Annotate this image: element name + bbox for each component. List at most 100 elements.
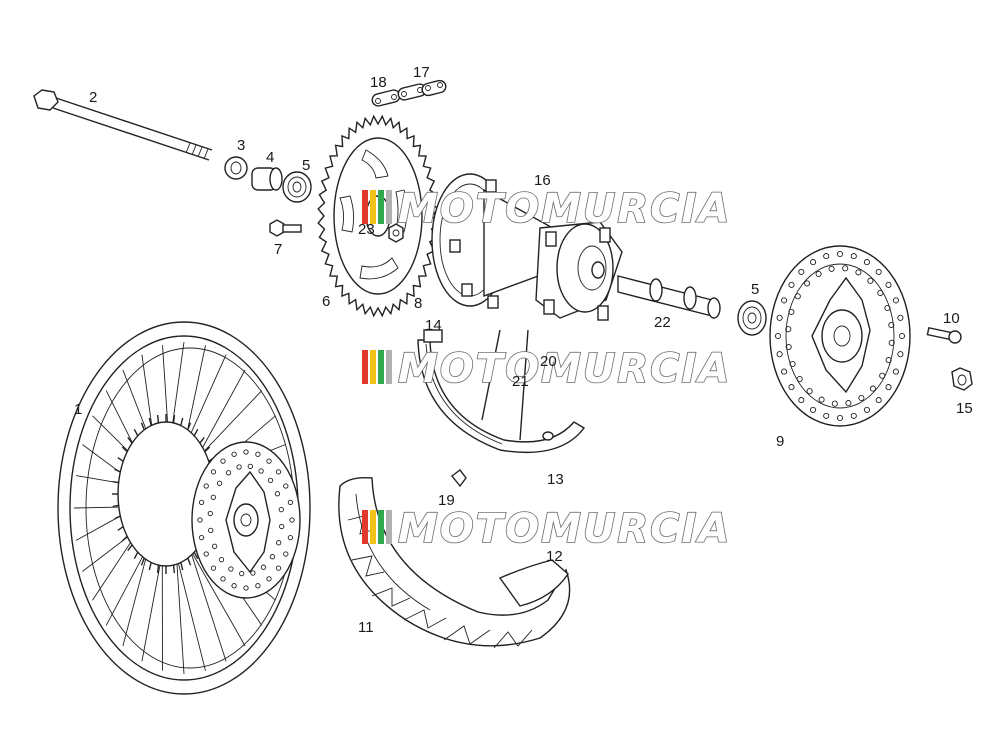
watermark-bottom: MOTOMURCIA <box>362 505 730 553</box>
part-hub <box>431 173 623 321</box>
disc-hole <box>875 268 882 275</box>
callout-23: 23 <box>358 221 375 238</box>
wheel-sprocket-tooth <box>180 417 184 426</box>
disc-hole <box>785 343 792 351</box>
disc-hole <box>863 259 870 266</box>
disc-hole <box>774 332 782 340</box>
wheel-sprocket-tooth <box>180 562 184 571</box>
wheel-disc-hole <box>218 556 225 563</box>
wheel-disc-hole <box>283 551 289 557</box>
wheel-disc-hole <box>203 483 209 489</box>
wheel-sprocket-tooth <box>133 428 139 437</box>
watermark-stripe-3 <box>378 350 384 384</box>
disc-hole <box>898 332 906 340</box>
wheel-sprocket-tooth <box>121 535 128 542</box>
callout-11: 11 <box>358 619 374 636</box>
wheel-sprocket-tooth <box>121 446 128 453</box>
disc-hole <box>831 400 838 407</box>
disc-hole <box>863 406 870 413</box>
disc-hole <box>810 406 817 413</box>
disc-hole <box>818 396 825 403</box>
watermark-stripe-4 <box>386 350 392 384</box>
disc-hole <box>850 253 857 260</box>
disc-hole <box>806 388 813 395</box>
wheel-disc-hole <box>289 517 295 523</box>
part-spacer <box>224 156 248 180</box>
wheel-disc-hole <box>250 570 256 576</box>
wheel-disc-hole <box>255 451 261 457</box>
wheel-disc-hole <box>266 576 272 582</box>
watermark-stripe-4 <box>386 190 392 224</box>
wheel-disc-hole <box>210 469 217 475</box>
watermark-group: MOTOMURCIA MOTOMURCIA MOTOMURCIA <box>362 185 730 553</box>
wheel-disc-hole <box>225 470 232 476</box>
part-disc-bolt <box>926 326 962 344</box>
disc-hole <box>858 394 865 402</box>
callout-14: 14 <box>425 317 442 334</box>
wheel-sprocket-tooth <box>117 526 124 531</box>
callout-4: 4 <box>266 149 274 166</box>
callout-8: 8 <box>414 295 422 312</box>
disc-hole <box>892 368 899 375</box>
disc-hole <box>888 321 895 329</box>
callout-10: 10 <box>943 310 960 327</box>
disc-hole <box>815 270 822 278</box>
callout-2: 2 <box>89 89 97 106</box>
disc-hole <box>823 253 830 260</box>
watermark-stripe-1 <box>362 350 368 384</box>
wheel-sprocket-tooth <box>156 414 160 423</box>
wheel-disc-hole <box>198 534 205 541</box>
callout-3: 3 <box>237 137 245 154</box>
wheel-sprocket-tooth <box>127 436 133 444</box>
disc-hole <box>798 268 805 275</box>
disc-hole <box>788 281 795 288</box>
callout-18: 18 <box>370 74 387 91</box>
disc-hole <box>885 281 892 288</box>
callout-9: 9 <box>776 433 784 450</box>
watermark-stripe-2 <box>370 190 376 224</box>
wheel-sprocket-tooth <box>117 457 124 462</box>
disc-hole <box>892 297 899 304</box>
wheel-disc-hole <box>287 499 294 506</box>
disc-hole <box>877 289 884 297</box>
part-chain-link <box>371 79 447 107</box>
callout-1: 1 <box>74 401 82 418</box>
wheel-disc-hole <box>210 494 216 500</box>
wheel-disc-hole <box>210 565 217 571</box>
wheel-sprocket-tooth <box>187 422 192 431</box>
wheel-sprocket-tooth <box>193 551 199 560</box>
disc-hole <box>789 360 796 368</box>
wheel-sprocket-tooth <box>156 565 160 574</box>
callout-16: 16 <box>534 172 551 189</box>
wheel-sprocket-tooth <box>187 557 192 566</box>
wheel-disc-hole <box>208 527 214 534</box>
disc-hole <box>869 385 876 392</box>
disc-hole <box>828 265 835 272</box>
wheel-sprocket-tooth <box>114 468 121 473</box>
watermark-stripe-3 <box>378 510 384 544</box>
watermark-stripe-1 <box>362 190 368 224</box>
wheel-disc-hole <box>236 464 242 470</box>
wheel-sprocket-tooth <box>172 565 176 574</box>
wheel-sprocket-tooth <box>148 417 152 426</box>
callout-22: 22 <box>654 314 671 331</box>
disc-hole <box>885 357 892 364</box>
part-valve <box>451 469 467 488</box>
watermark-top: MOTOMURCIA <box>362 185 730 233</box>
wheel-disc-hole <box>287 534 294 541</box>
wheel-disc-hole <box>243 585 249 591</box>
disc-hole <box>836 250 844 258</box>
disc-hole <box>810 259 817 266</box>
disc-hole <box>804 280 811 287</box>
disc-hole <box>850 412 857 419</box>
wheel-sprocket-tooth <box>193 428 199 437</box>
part-axle <box>33 89 213 161</box>
disc-hole <box>867 277 874 284</box>
watermark-stripe-1 <box>362 510 368 544</box>
wheel-disc-hole <box>269 554 276 560</box>
callout-20: 20 <box>540 353 557 370</box>
disc-hole <box>897 314 904 321</box>
disc-hole <box>885 384 892 391</box>
wheel-sprocket-tooth <box>114 515 121 520</box>
wheel-sprocket-tooth <box>112 480 119 484</box>
